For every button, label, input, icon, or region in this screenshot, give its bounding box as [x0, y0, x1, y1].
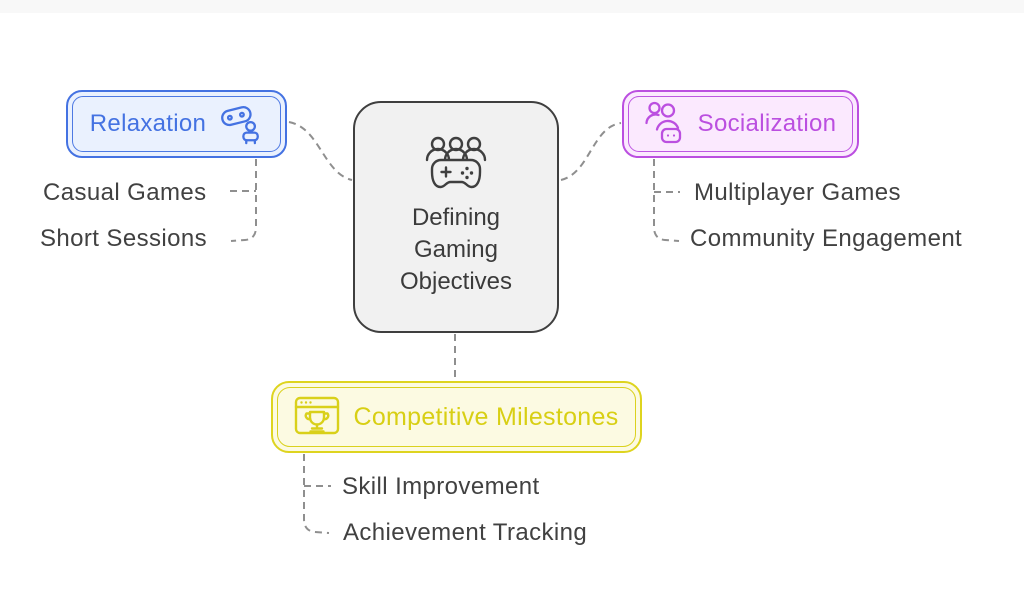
center-title-line-3: Objectives [399, 268, 513, 295]
center-title-line-2: Gaming [413, 236, 499, 263]
connector-center-socialization [560, 122, 622, 181]
team-gamepad-icon [425, 136, 487, 189]
center-node-title: Defining Gaming Objectives [400, 202, 512, 298]
connector-socialization-children [653, 159, 680, 242]
center-title-line-1: Defining [411, 204, 501, 231]
socialization-label: Socialization [697, 110, 837, 137]
connector-competitive-children [303, 454, 330, 534]
leaf-achievement-tracking[interactable]: Achievement Tracking [343, 519, 588, 546]
gamer-relaxing-icon [221, 106, 260, 145]
node-relaxation[interactable]: Relaxation [66, 90, 287, 158]
leaf-community-engagement[interactable]: Community Engagement [690, 225, 963, 252]
connector-relaxation-center [288, 121, 353, 181]
node-socialization[interactable]: Socialization [622, 90, 859, 158]
relaxation-label: Relaxation [89, 110, 207, 137]
leaf-multiplayer-games[interactable]: Multiplayer Games [694, 179, 901, 206]
node-competitive-milestones[interactable]: Competitive Milestones [271, 381, 642, 453]
connector-relaxation-children [230, 159, 257, 242]
leaf-casual-games[interactable]: Casual Games [43, 179, 207, 206]
leaf-skill-improvement[interactable]: Skill Improvement [342, 473, 540, 500]
competitive-milestones-label: Competitive Milestones [353, 402, 619, 431]
leaf-short-sessions[interactable]: Short Sessions [40, 225, 208, 252]
trophy-window-icon [295, 396, 340, 435]
node-defining-gaming-objectives[interactable]: Defining Gaming Objectives [353, 101, 559, 333]
top-strip [0, 0, 1024, 13]
social-players-icon [645, 101, 681, 144]
